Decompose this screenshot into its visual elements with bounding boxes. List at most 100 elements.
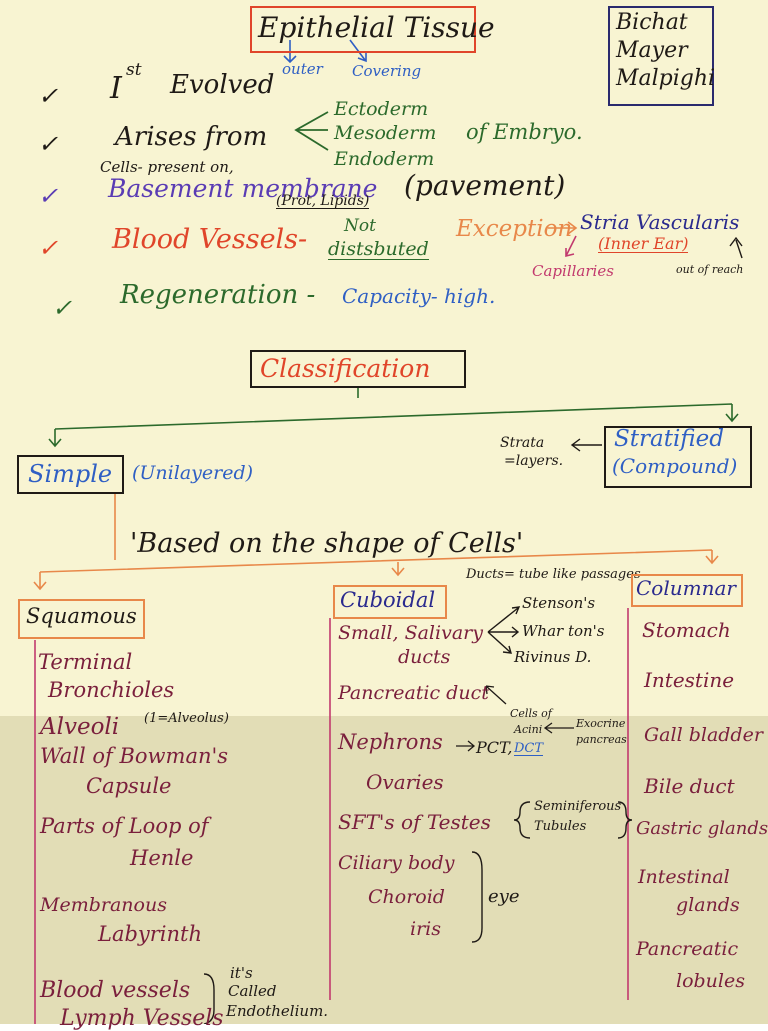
exocrine-note-2: pancreas — [576, 733, 627, 746]
cuboidal-item: Choroid — [368, 886, 445, 908]
columnar-title: Columnar — [636, 576, 736, 600]
pct-label: PCT, — [476, 738, 513, 757]
semini-note-1: Seminiferous — [534, 799, 622, 814]
strata-note-1: Strata — [500, 435, 545, 451]
evolved-ordinal: I — [110, 71, 122, 106]
columnar-item: Bile duct — [644, 774, 735, 798]
columnar-item: Gall bladder — [644, 724, 763, 746]
check-5: ✓ — [52, 294, 73, 322]
out-of-reach: out of reach — [676, 263, 744, 276]
paper-lower-shaded — [0, 716, 768, 1024]
compound-label: (Compound) — [612, 454, 738, 478]
exocrine-note-1: Exocrine — [576, 717, 626, 730]
strata-note-2: =layers. — [504, 453, 564, 469]
salivary-whartons: Whar ton's — [522, 622, 605, 640]
squamous-item-note: (1=Alveolus) — [144, 711, 229, 726]
squamous-item: Parts of Loop of — [40, 814, 209, 838]
columnar-item: lobules — [676, 970, 745, 992]
columnar-item: Gastric glands — [636, 818, 768, 839]
blood-vessels-label: Blood Vessels- — [112, 224, 308, 255]
endothelium-note-1: it's — [230, 964, 253, 982]
stratified-box — [604, 426, 752, 488]
salivary-rivinus: Rivinus D. — [514, 648, 592, 666]
scientists-box — [608, 6, 714, 106]
cuboidal-item: iris — [410, 918, 441, 940]
check-1: ✓ — [38, 82, 59, 110]
cuboidal-item: ducts — [398, 646, 451, 668]
scientist-1: Bichat — [616, 10, 688, 35]
regeneration-value: Capacity- high. — [342, 284, 496, 308]
cells-note: Cells- present on, — [100, 158, 234, 176]
distributed-note: distsbuted — [328, 238, 429, 260]
semini-note-2: Tubules — [534, 819, 587, 834]
evolved-text: Evolved — [170, 70, 275, 100]
dct-label: DCT — [514, 741, 544, 756]
classification-title: Classification — [260, 354, 431, 383]
paper-upper — [0, 0, 768, 716]
cuboidal-item: Ovaries — [366, 770, 444, 794]
basement-label: Basement membrane — [108, 174, 378, 203]
squamous-item: Wall of Bowman's — [40, 744, 229, 768]
columnar-item: Stomach — [642, 618, 731, 642]
squamous-item: Capsule — [86, 774, 172, 798]
columnar-item: glands — [676, 894, 740, 916]
eye-note: eye — [488, 886, 520, 907]
squamous-item: Labyrinth — [98, 922, 203, 946]
cuboidal-item: Ciliary body — [338, 852, 455, 874]
simple-label: Simple — [28, 460, 113, 488]
squamous-item: Alveoli — [40, 714, 120, 740]
columnar-box — [631, 574, 743, 607]
ducts-note: Ducts= tube like passages — [466, 567, 641, 582]
stria-vascularis: Stria Vascularis — [580, 210, 740, 234]
outer-note: outer — [282, 60, 323, 78]
endothelium-note-2: Called — [228, 982, 277, 1000]
cuboidal-title: Cuboidal — [340, 588, 436, 612]
of-embryo: of Embryo. — [466, 120, 583, 144]
columnar-item: Intestinal — [638, 866, 730, 888]
basement-sub: (Prot, Lipids) — [276, 193, 370, 209]
cuboidal-box — [333, 585, 447, 619]
squamous-item: Membranous — [40, 894, 167, 916]
regeneration-label: Regeneration - — [120, 280, 316, 310]
scientist-2: Mayer — [616, 38, 688, 63]
columnar-item: Pancreatic — [636, 938, 739, 960]
squamous-title: Squamous — [26, 604, 137, 628]
not-note: Not — [344, 216, 376, 236]
salivary-stensons: Stenson's — [522, 594, 596, 612]
arises-label: Arises from — [115, 122, 268, 152]
title-box — [250, 6, 476, 53]
squamous-box — [18, 599, 145, 639]
simple-box — [17, 455, 124, 494]
check-3: ✓ — [38, 182, 59, 210]
cuboidal-item: SFT's of Testes — [338, 810, 491, 834]
cuboidal-item: Nephrons — [338, 730, 443, 754]
cuboidal-item: Small, Salivary — [338, 622, 483, 644]
squamous-item: Lymph Vessels — [60, 1006, 224, 1031]
squamous-item: Bronchioles — [48, 678, 175, 702]
layer-ectoderm: Ectoderm — [334, 98, 429, 120]
squamous-item: Blood vessels — [40, 978, 191, 1003]
acini-note-2: Acini — [514, 723, 543, 736]
inner-ear: (Inner Ear) — [598, 234, 689, 253]
pavement: (pavement) — [404, 169, 566, 202]
scientist-3: Malpighi — [616, 66, 716, 91]
cuboidal-item: Pancreatic duct — [338, 682, 489, 704]
page-title: Epithelial Tissue — [258, 11, 495, 44]
evolved-sup: st — [126, 60, 142, 80]
columnar-item: Intestine — [644, 668, 735, 692]
covering-note: Covering — [352, 62, 422, 80]
squamous-item: Henle — [130, 846, 194, 870]
unilayered: (Unilayered) — [132, 462, 254, 484]
endothelium-note-3: Endothelium. — [226, 1002, 329, 1020]
capillaries: Capillaries — [532, 262, 614, 280]
check-4: ✓ — [38, 234, 59, 262]
layer-endoderm: Endoderm — [334, 148, 435, 170]
check-2: ✓ — [38, 130, 59, 158]
classification-box — [250, 350, 466, 388]
shape-note: 'Based on the shape of Cells' — [130, 528, 524, 559]
acini-note-1: Cells of — [510, 707, 552, 720]
stratified-label: Stratified — [614, 426, 724, 452]
exception-label: Exception — [456, 216, 573, 242]
